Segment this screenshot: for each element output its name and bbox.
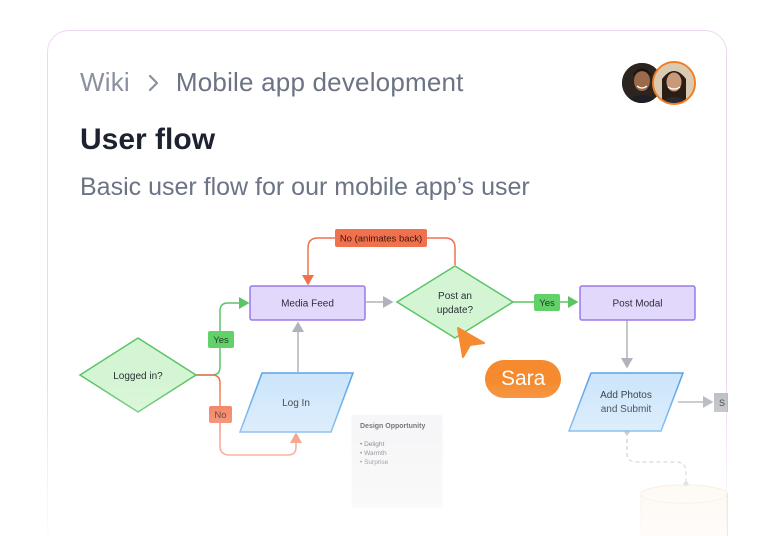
node-post-modal[interactable]: Post Modal bbox=[579, 285, 696, 321]
avatar[interactable] bbox=[652, 61, 696, 105]
no-label-left: No bbox=[209, 406, 232, 423]
node-logged-in-label: Logged in? bbox=[113, 371, 163, 382]
collaborator-avatars[interactable] bbox=[620, 61, 696, 105]
node-log-in[interactable]: Log In bbox=[238, 372, 355, 433]
node-media-feed[interactable]: Media Feed bbox=[249, 285, 366, 321]
design-opportunity-note[interactable]: Design Opportunity Delight Warmth Surpri… bbox=[352, 415, 442, 507]
list-item: Warmth bbox=[360, 449, 434, 458]
node-log-in-label: Log In bbox=[282, 398, 310, 409]
yes-label-left: Yes bbox=[208, 331, 234, 348]
page-title: User flow bbox=[80, 123, 216, 156]
node-database[interactable] bbox=[640, 484, 728, 536]
node-add-photos[interactable]: Add Photos and Submit bbox=[567, 372, 685, 432]
svg-text:No (animates back): No (animates back) bbox=[340, 234, 422, 245]
breadcrumb-root-link[interactable]: Wiki bbox=[80, 67, 130, 97]
list-item: Surprise bbox=[360, 458, 434, 467]
breadcrumb-current: Mobile app development bbox=[175, 67, 464, 97]
node-logged-in[interactable]: Logged in? bbox=[78, 337, 198, 413]
svg-text:S: S bbox=[719, 398, 725, 408]
list-item: Delight bbox=[360, 440, 434, 449]
collaborator-cursor-icon bbox=[457, 327, 485, 358]
svg-text:and Submit: and Submit bbox=[601, 404, 652, 415]
svg-text:Yes: Yes bbox=[539, 298, 555, 309]
chevron-right-icon bbox=[148, 74, 160, 92]
svg-text:Yes: Yes bbox=[213, 335, 229, 346]
note-title: Design Opportunity bbox=[360, 423, 426, 430]
node-post-update[interactable]: Post an update? bbox=[395, 265, 515, 339]
svg-text:Add Photos: Add Photos bbox=[600, 390, 652, 401]
note-list: Delight Warmth Surprise bbox=[360, 440, 434, 467]
node-cut-off[interactable]: S bbox=[714, 393, 728, 412]
yes-label-right: Yes bbox=[534, 294, 560, 311]
collaborator-name-badge: Sara bbox=[485, 360, 562, 398]
no-animates-back-label: No (animates back) bbox=[335, 229, 427, 247]
svg-text:Post Modal: Post Modal bbox=[612, 299, 662, 310]
svg-text:No: No bbox=[214, 410, 226, 421]
svg-text:update?: update? bbox=[437, 305, 474, 316]
node-media-feed-label: Media Feed bbox=[281, 299, 334, 310]
page-subtitle: Basic user flow for our mobile app’s use… bbox=[80, 173, 530, 201]
svg-text:Post an: Post an bbox=[438, 291, 472, 302]
breadcrumb: Wiki Mobile app development bbox=[80, 67, 464, 98]
